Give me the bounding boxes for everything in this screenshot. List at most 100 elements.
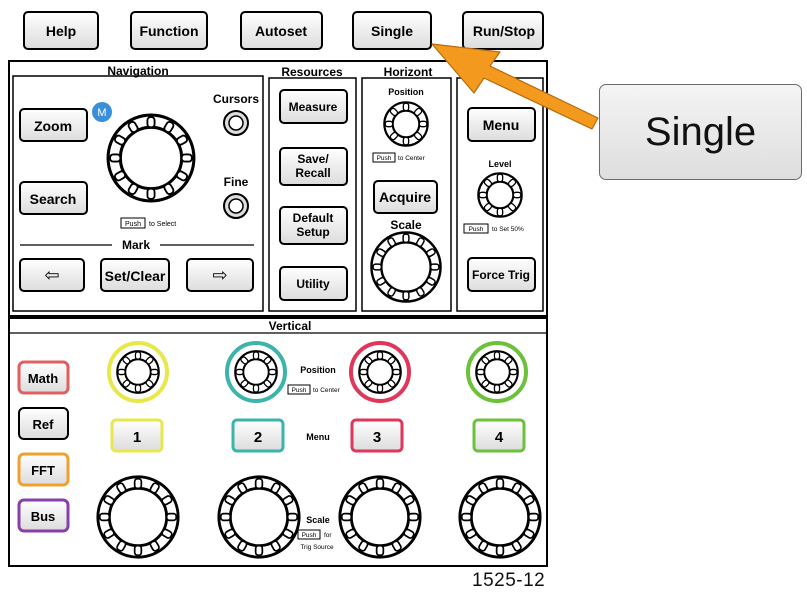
function-button[interactable] xyxy=(130,11,208,50)
math-button[interactable] xyxy=(17,360,70,395)
trigger-push-hint: to Set 50% xyxy=(492,226,524,233)
ch1-scale-knob[interactable] xyxy=(96,475,180,559)
ch2-position-ring xyxy=(225,341,287,403)
utility-label: Utility xyxy=(296,277,330,291)
ch4-position-ring xyxy=(466,341,528,403)
navigation-section: Navigation Zoom M Cursors Search Fine Pu… xyxy=(12,64,264,312)
force-trig-button[interactable] xyxy=(467,257,536,292)
ref-button[interactable] xyxy=(18,407,69,440)
horizontal-scale-knob[interactable] xyxy=(370,231,442,303)
zoom-button[interactable] xyxy=(19,108,88,142)
acquire-label: Acquire xyxy=(379,189,431,205)
bus-button[interactable] xyxy=(17,498,70,533)
pointer-arrow-icon xyxy=(431,43,599,130)
right-arrow-icon: ⇨ xyxy=(212,265,227,285)
single-label: Single xyxy=(371,23,413,39)
vertical-scale-push-key: Push xyxy=(302,532,317,539)
help-label: Help xyxy=(46,23,76,39)
mark-next-button[interactable] xyxy=(186,258,254,292)
trigger-push-key: Push xyxy=(469,226,484,233)
channel-4-label: 4 xyxy=(495,429,504,446)
trigger-level-knob[interactable] xyxy=(477,172,523,218)
ch1-position-ring xyxy=(107,341,169,403)
save-recall-label-line2: Recall xyxy=(295,166,330,180)
save-recall-label-line1: Save/ xyxy=(297,152,329,166)
fine-label: Fine xyxy=(224,175,249,189)
channel-1-button[interactable] xyxy=(110,418,164,453)
navigation-knob[interactable] xyxy=(106,113,196,203)
vertical-menu-label: Menu xyxy=(306,432,330,442)
ch3-scale-knob[interactable] xyxy=(338,475,422,559)
utility-button[interactable] xyxy=(279,266,348,301)
ch2-scale-knob[interactable] xyxy=(217,475,301,559)
help-button[interactable] xyxy=(23,11,99,50)
search-label: Search xyxy=(30,191,77,207)
search-button[interactable] xyxy=(19,181,88,215)
ref-label: Ref xyxy=(33,417,55,432)
channel-3-button[interactable] xyxy=(350,418,404,453)
trigger-menu-label: Menu xyxy=(483,117,520,133)
default-setup-label-line2: Setup xyxy=(296,225,329,239)
acquire-button[interactable] xyxy=(373,180,438,214)
channel-4-button[interactable] xyxy=(472,418,526,453)
single-button[interactable] xyxy=(352,11,432,50)
trigger-section: Menu Level Push to Set 50% Force Trig xyxy=(456,77,544,312)
set-clear-button[interactable] xyxy=(100,258,170,292)
horizontal-scale-label: Scale xyxy=(390,218,422,232)
channel-3-label: 3 xyxy=(373,429,381,446)
math-label: Math xyxy=(28,371,58,386)
single-callout: Single xyxy=(599,84,802,180)
horizontal-position-label: Position xyxy=(388,87,424,97)
ch3-position-ring xyxy=(349,341,411,403)
m-badge-label: M xyxy=(97,107,106,119)
figure-number: 1525-12 xyxy=(472,570,546,591)
mark-previous-button[interactable] xyxy=(19,258,85,292)
nav-push-hint: to Select xyxy=(149,221,176,228)
ch1-position-knob[interactable] xyxy=(116,350,160,394)
autoset-label: Autoset xyxy=(255,23,307,39)
vertical-position-label: Position xyxy=(300,365,336,375)
default-setup-button[interactable] xyxy=(279,206,348,245)
single-callout-label: Single xyxy=(644,109,757,154)
horizontal-push-hint: to Center xyxy=(398,155,426,162)
vertical-scale-label: Scale xyxy=(306,515,330,525)
save-recall-button[interactable] xyxy=(279,147,348,186)
ch3-position-knob[interactable] xyxy=(358,350,402,394)
measure-button[interactable] xyxy=(279,89,348,124)
navigation-title: Navigation xyxy=(107,64,168,78)
left-arrow-icon: ⇦ xyxy=(44,265,59,285)
channel-1-label: 1 xyxy=(133,429,141,446)
channel-2-label: 2 xyxy=(254,429,262,446)
ch2-position-knob[interactable] xyxy=(234,350,278,394)
trig-source-label: Trig Source xyxy=(300,544,334,551)
vertical-position-push-hint: to Center xyxy=(313,387,341,394)
horizontal-title: Horizont xyxy=(384,65,433,79)
cursors-label: Cursors xyxy=(213,92,259,106)
function-label: Function xyxy=(139,23,198,39)
zoom-label: Zoom xyxy=(34,118,72,134)
run-stop-button[interactable] xyxy=(462,11,544,50)
fft-button[interactable] xyxy=(17,452,70,487)
vertical-position-push-key: Push xyxy=(292,387,307,394)
fft-label: FFT xyxy=(31,463,55,478)
channel-2-button[interactable] xyxy=(231,418,285,453)
bus-label: Bus xyxy=(31,509,56,524)
resources-title: Resources xyxy=(281,65,343,79)
force-trig-label: Force Trig xyxy=(472,268,530,282)
measure-label: Measure xyxy=(289,100,338,114)
trigger-level-label: Level xyxy=(488,159,511,169)
horizontal-push-key: Push xyxy=(377,155,392,162)
vertical-scale-push-hint: for xyxy=(324,532,332,539)
run-stop-label: Run/Stop xyxy=(473,23,535,39)
ch4-position-knob[interactable] xyxy=(475,350,519,394)
nav-push-key: Push xyxy=(125,221,141,228)
upper-panel-frame xyxy=(8,60,548,317)
autoset-button[interactable] xyxy=(240,11,323,50)
trigger-menu-button[interactable] xyxy=(467,107,536,142)
mark-label: Mark xyxy=(122,238,150,252)
horizontal-position-knob[interactable] xyxy=(383,101,429,147)
default-setup-label-line1: Default xyxy=(293,211,334,225)
ch4-scale-knob[interactable] xyxy=(458,475,542,559)
m-badge xyxy=(92,102,112,122)
